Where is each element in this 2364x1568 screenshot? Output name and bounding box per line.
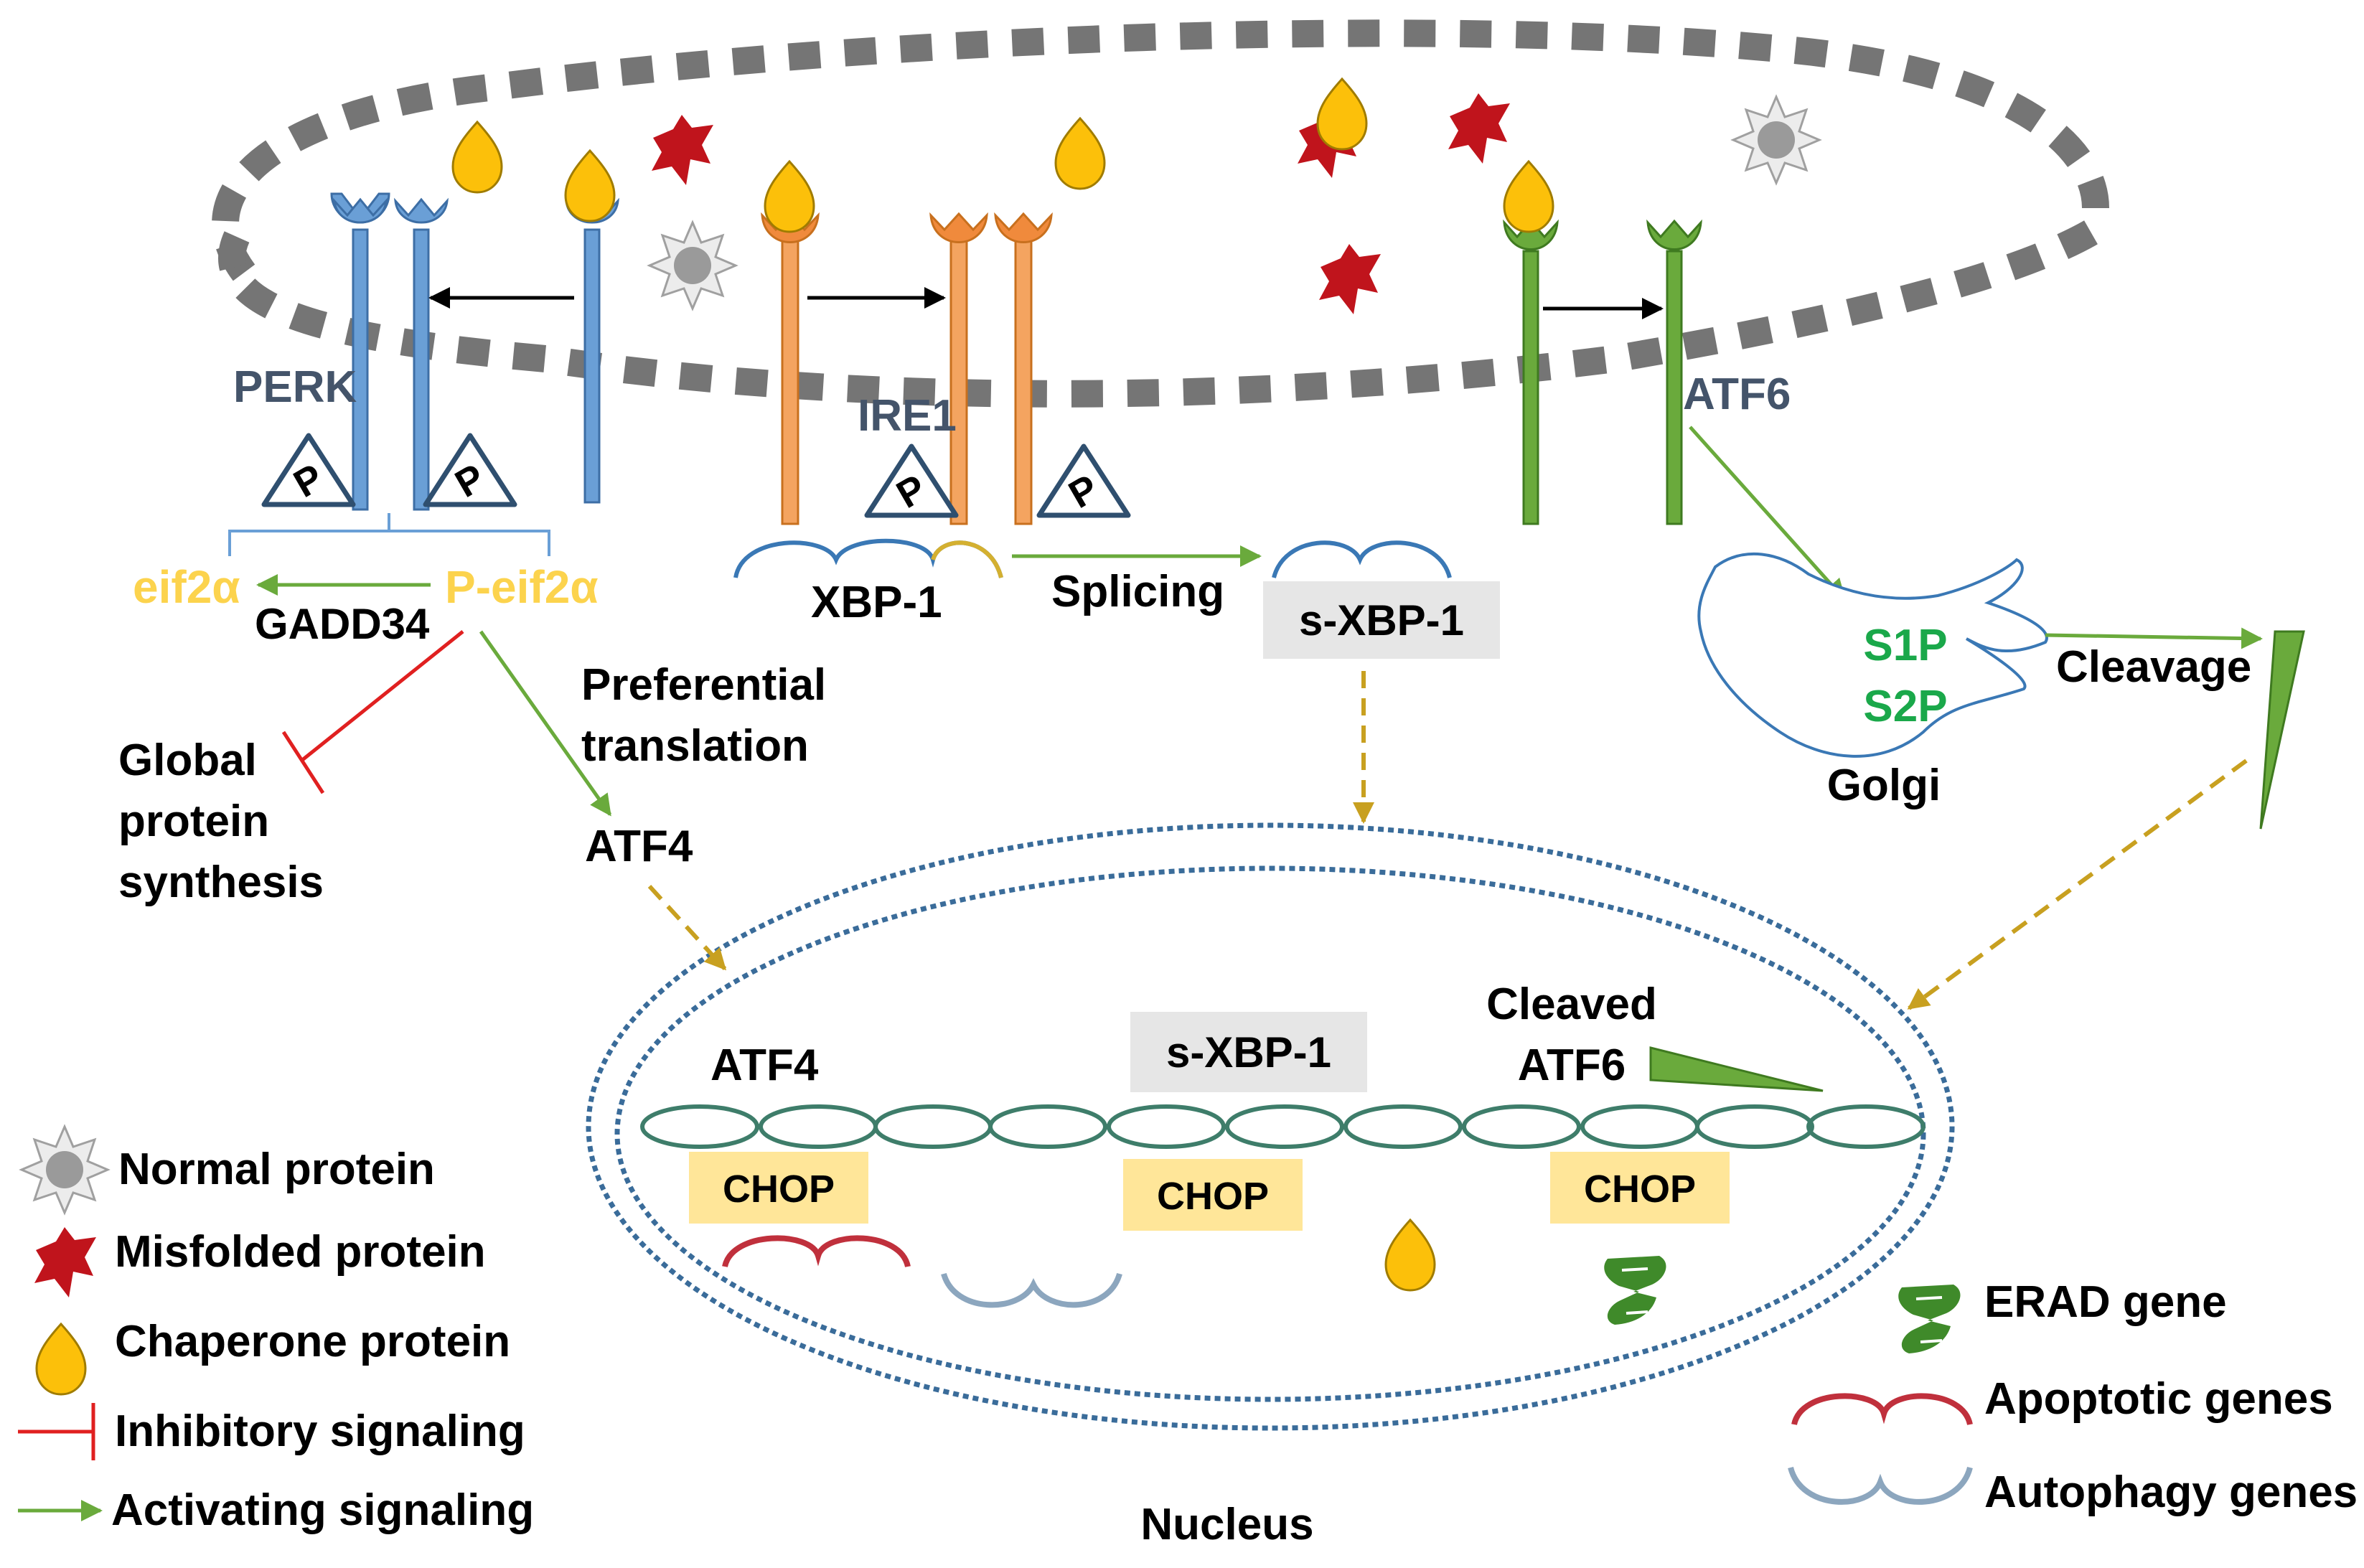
cleavage-arrow — [2045, 627, 2263, 649]
cleaved-atf6-label-2: ATF6 — [1518, 1041, 1626, 1090]
nucleus-inner-membrane — [614, 865, 1926, 1402]
chaperone-icon — [764, 160, 815, 233]
normal-protein-icon — [648, 221, 737, 310]
cleaved-atf6-label-1: Cleaved — [1486, 980, 1657, 1029]
atf6-receptors — [1503, 219, 1702, 525]
global-protein-label-1: Global — [118, 736, 257, 785]
dna-strand — [640, 1104, 1926, 1149]
chaperone-icon — [1316, 78, 1368, 151]
legend-apoptotic-label: Apoptotic genes — [1984, 1374, 2333, 1424]
inhibitory-line — [300, 630, 464, 762]
s-xbp1-label: s-XBP-1 — [1299, 596, 1464, 644]
phospho-badge: P — [264, 436, 353, 506]
s-xbp1-mrna — [1272, 540, 1452, 578]
chop-box — [1123, 1159, 1303, 1231]
xbp1-intron — [931, 540, 1003, 578]
legend-normal-label: Normal protein — [118, 1145, 435, 1194]
global-protein-label-3: synthesis — [118, 858, 324, 907]
misfolded-protein-icon — [1319, 244, 1381, 314]
golgi-label: Golgi — [1827, 761, 1941, 810]
chop-label: CHOP — [723, 1168, 835, 1211]
ire1-receptors — [761, 212, 1053, 525]
global-protein-label-2: protein — [118, 797, 269, 846]
legend-misfolded-protein-icon — [34, 1227, 96, 1297]
cleavage-label: Cleavage — [2056, 642, 2251, 692]
atf4-label: ATF4 — [585, 822, 693, 871]
perk-receptors — [330, 192, 619, 511]
nucleus-outer-membrane — [586, 822, 1955, 1431]
nucleus-s-xbp1-label: s-XBP-1 — [1166, 1028, 1331, 1076]
legend-autophagy-label: Autophagy genes — [1984, 1468, 2358, 1517]
chop-label: CHOP — [1584, 1168, 1696, 1211]
nucleus-label: Nucleus — [1140, 1500, 1313, 1549]
atf6-nuclear-arrow — [1907, 759, 2248, 1010]
legend-inhibitory-label: Inhibitory signaling — [115, 1407, 525, 1456]
s-xbp1-box — [1263, 581, 1500, 659]
phospho-badge: P — [867, 446, 956, 517]
legend-normal-protein-icon — [20, 1125, 109, 1214]
s1p-label: S1P — [1863, 621, 1947, 670]
legend-chaperone-icon — [35, 1323, 87, 1396]
chaperone-icon — [1503, 160, 1554, 233]
chop-box — [689, 1152, 868, 1224]
er-membrane-upper — [212, 19, 2109, 281]
cleaved-atf6-icon — [1649, 1046, 1824, 1092]
misfolded-protein-icon — [1448, 93, 1510, 164]
s2p-label: S2P — [1863, 682, 1947, 731]
preferential-label-2: translation — [581, 721, 809, 771]
xbp1-mrna — [733, 538, 1003, 578]
legend-misfolded-label: Misfolded protein — [115, 1227, 486, 1277]
legend-activating-label: Activating signaling — [111, 1485, 534, 1535]
phospho-badge: P — [426, 436, 515, 506]
golgi-icon — [1697, 552, 2048, 758]
atf6-golgi-arrow — [1689, 426, 1847, 601]
legend-erad-gene-icon — [1897, 1283, 1962, 1355]
er-membrane-lower — [218, 217, 2103, 408]
eif2a-label: eif2α — [133, 561, 240, 613]
chaperone-icon — [1384, 1219, 1436, 1292]
xbp1-label: XBP-1 — [811, 578, 942, 627]
legend-chaperone-label: Chaperone protein — [115, 1317, 510, 1366]
nucleus-s-xbp1-box — [1130, 1012, 1367, 1092]
splicing-label: Splicing — [1051, 567, 1224, 616]
perk-label: PERK — [233, 362, 357, 412]
inhibitory-bar — [281, 731, 325, 794]
atf4-nuclear-arrow — [647, 884, 727, 971]
gadd34-label: GADD34 — [255, 600, 430, 648]
legend-apoptotic-icon — [1791, 1393, 1973, 1426]
chop-label: CHOP — [1157, 1175, 1269, 1218]
erad-gene-icon — [1603, 1254, 1668, 1326]
p-eif2a-label: P-eif2α — [445, 561, 599, 613]
preferential-translation-arrow — [479, 630, 612, 817]
chaperone-icon — [564, 149, 616, 222]
cleaved-atf6-fragment — [2259, 630, 2305, 830]
chop-box — [1550, 1152, 1730, 1224]
chaperone-icon — [1054, 117, 1106, 190]
autophagy-genes-icon — [941, 1272, 1122, 1308]
perk-bracket — [228, 513, 550, 556]
apoptotic-genes-icon — [722, 1235, 911, 1268]
chaperone-icon — [451, 121, 503, 194]
preferential-label-1: Preferential — [581, 660, 826, 710]
phospho-badge: P — [1039, 446, 1128, 517]
legend-erad-label: ERAD gene — [1984, 1277, 2227, 1327]
ire1-label: IRE1 — [858, 391, 957, 441]
atf6-label: ATF6 — [1683, 370, 1791, 419]
misfolded-protein-icon — [652, 115, 713, 185]
normal-protein-icon — [1732, 95, 1821, 184]
legend-autophagy-icon — [1788, 1466, 1973, 1505]
nucleus-atf4-label: ATF4 — [710, 1041, 819, 1090]
